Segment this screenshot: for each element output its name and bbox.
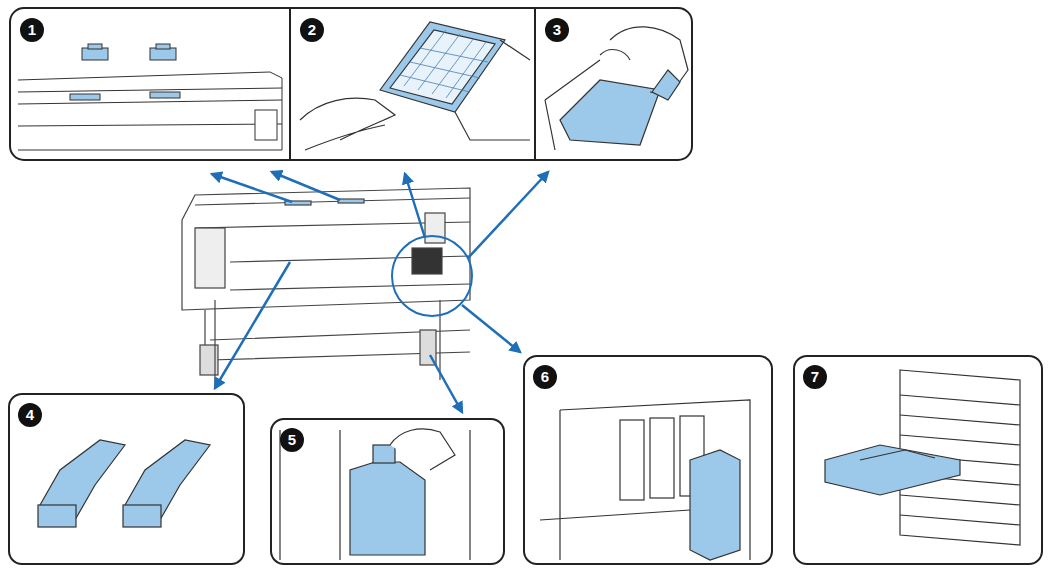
air-filter bbox=[300, 22, 530, 150]
callout-number: 1 bbox=[20, 18, 44, 42]
callout-panel: 6 bbox=[523, 355, 773, 565]
callout-number: 2 bbox=[300, 18, 324, 42]
waste-ink-bottle bbox=[280, 429, 470, 560]
leader-arrows bbox=[212, 172, 548, 412]
panel-frame bbox=[10, 8, 692, 160]
ink-cartridge bbox=[540, 400, 750, 560]
callout-panel: 3 bbox=[535, 8, 692, 160]
panel-divider bbox=[289, 8, 291, 160]
panel-divider bbox=[534, 8, 536, 160]
callout-number: 6 bbox=[533, 365, 557, 389]
callout-panel: 1 bbox=[10, 8, 290, 160]
callout-number: 5 bbox=[280, 428, 304, 452]
maintenance-cover bbox=[545, 27, 688, 150]
callout-panel: 4 bbox=[8, 393, 245, 565]
callout-number: 4 bbox=[18, 403, 42, 427]
edge-plate-clips bbox=[18, 44, 282, 150]
callout-panel: 2 bbox=[290, 8, 535, 160]
cleaning-tray bbox=[825, 370, 1020, 545]
callout-number: 7 bbox=[803, 365, 827, 389]
callout-panel: 5 bbox=[270, 418, 505, 565]
printer-body bbox=[182, 188, 472, 385]
edge-plates bbox=[38, 440, 210, 527]
callout-panel: 7 bbox=[793, 355, 1043, 565]
callout-number: 3 bbox=[545, 18, 569, 42]
